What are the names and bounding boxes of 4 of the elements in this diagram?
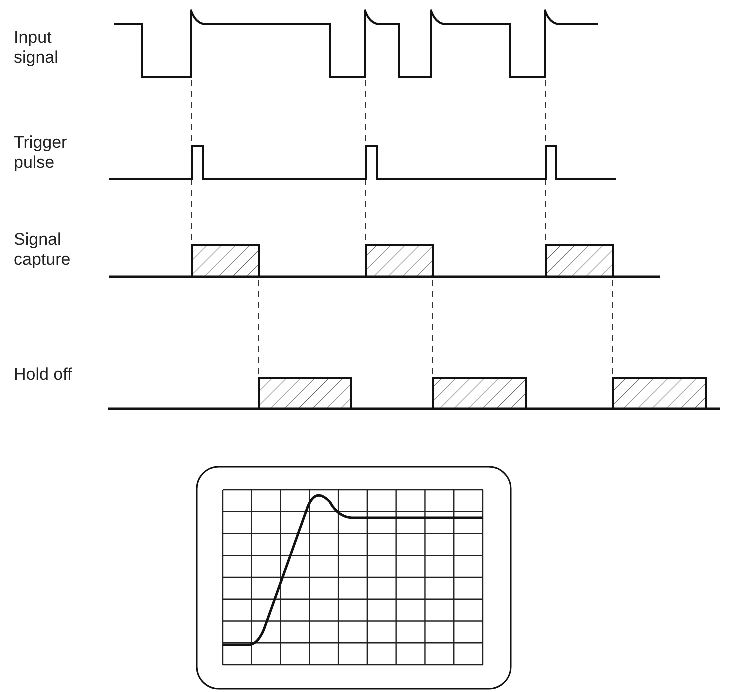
signal-label: Hold off <box>14 365 74 385</box>
signal-label: Signal capture <box>14 230 72 270</box>
signal-label: Input signal <box>14 28 60 68</box>
signal-label: Trigger pulse <box>14 133 68 173</box>
